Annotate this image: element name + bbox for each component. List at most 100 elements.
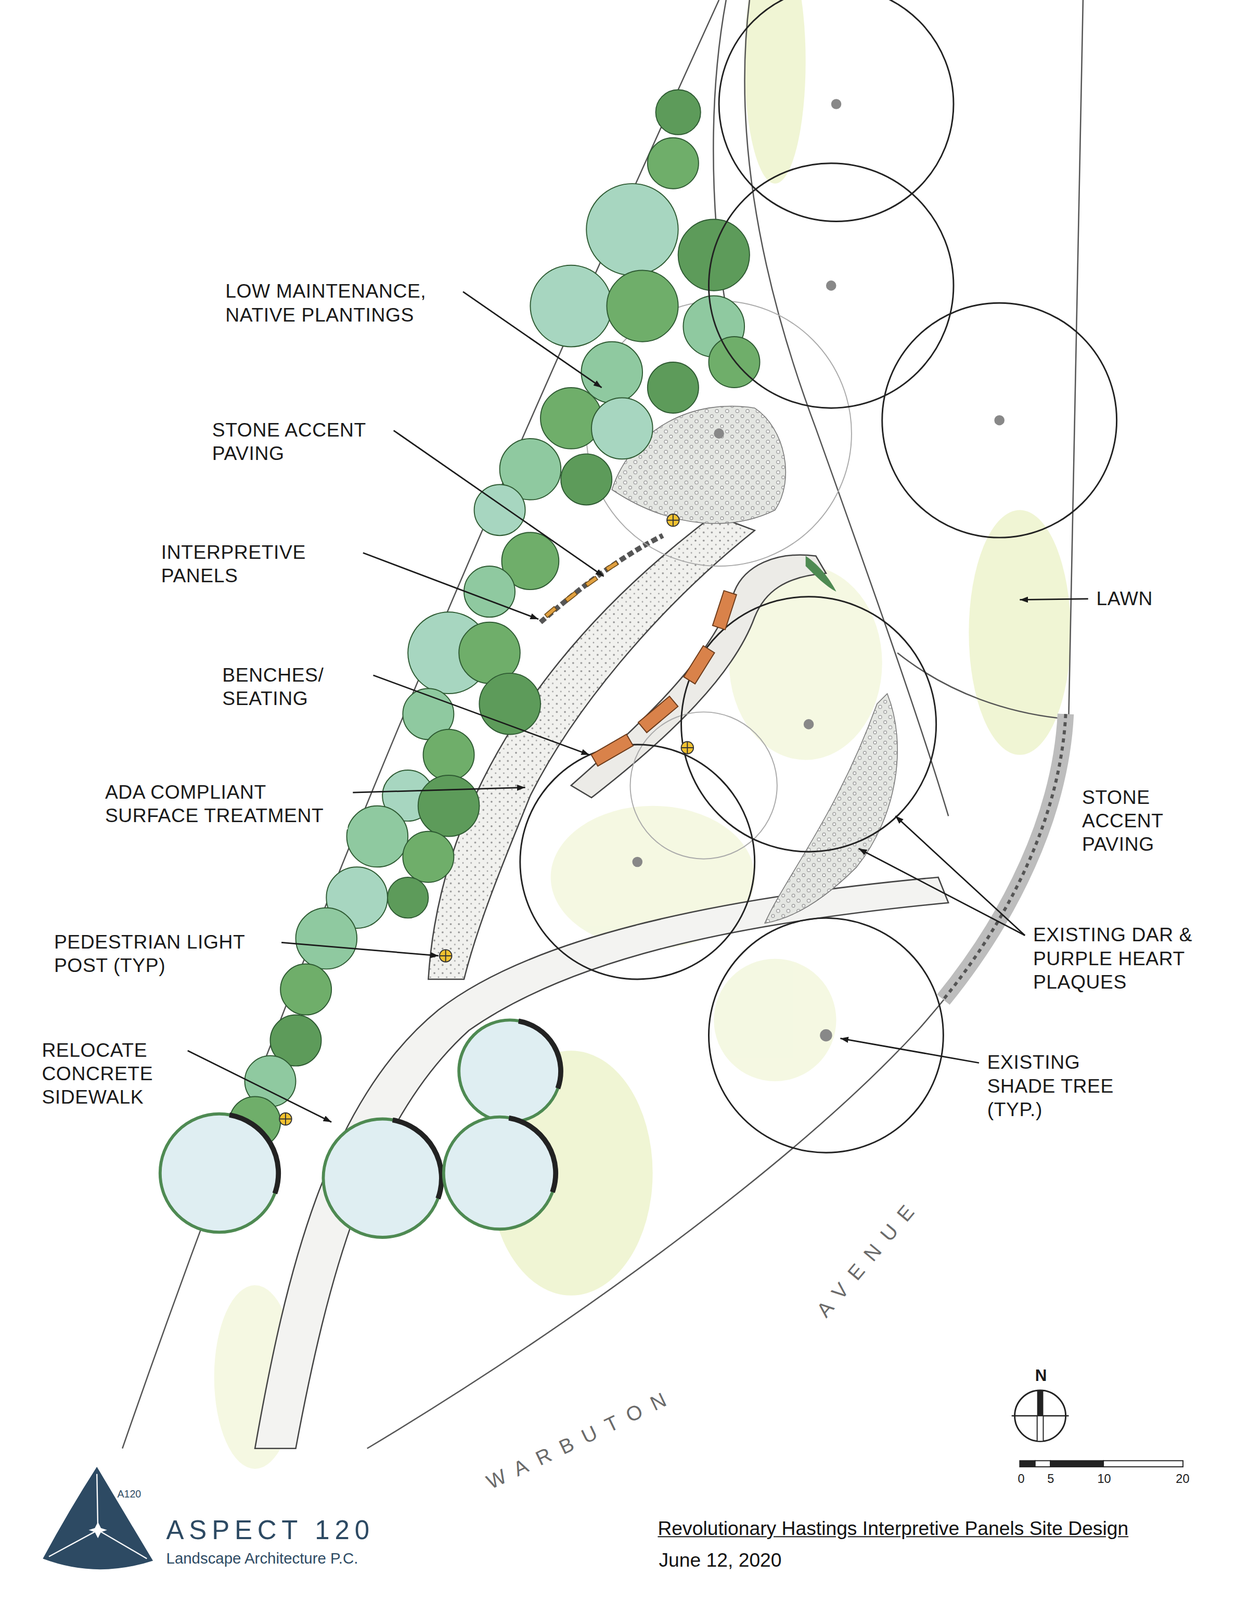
- tree-trunk: [831, 98, 842, 110]
- road-line: [122, 0, 719, 1449]
- groundcover-bed: [764, 693, 898, 923]
- native-planting: [295, 907, 358, 970]
- callout-label: PEDESTRIAN LIGHT POST (TYP): [50, 930, 277, 979]
- native-planting: [678, 219, 750, 291]
- street-name: WARBUTON: [479, 1379, 684, 1496]
- ada-surface: [428, 515, 755, 980]
- callout-label: INTERPRETIVE PANELS: [158, 540, 358, 589]
- bench: [712, 590, 737, 630]
- logo-text: A120: [114, 1486, 145, 1501]
- bench: [638, 696, 678, 733]
- leader-line: [281, 942, 439, 956]
- ada-surface: [428, 515, 755, 980]
- native-planting: [387, 877, 429, 918]
- scale-bar: [1019, 1460, 1183, 1467]
- interpretive-panel: [544, 560, 618, 617]
- north-arrow: [1011, 1389, 1070, 1441]
- native-planting: [464, 565, 515, 617]
- native-planting: [586, 183, 678, 276]
- north-arrow: [1037, 1415, 1044, 1441]
- concrete-sidewalk: [254, 877, 949, 1449]
- groundcover-bed: [611, 405, 898, 923]
- scale-number: 0: [1014, 1470, 1028, 1488]
- light-post: [666, 513, 680, 527]
- logo-mark: [42, 1466, 153, 1569]
- ada-surface: [540, 535, 663, 623]
- bench: [590, 590, 737, 766]
- scale-bar: [1019, 1460, 1035, 1467]
- native-planting: [229, 89, 760, 1148]
- native-planting: [581, 341, 643, 404]
- leader-line: [187, 1050, 332, 1122]
- logo-mark: [88, 1521, 108, 1538]
- tree-trunk: [994, 415, 1005, 426]
- leader-line: [858, 848, 1026, 936]
- callout-label: BENCHES/ SEATING: [219, 662, 368, 712]
- scale-bar: [1103, 1460, 1183, 1467]
- concrete-sidewalk: [254, 877, 949, 1449]
- road-line: [897, 652, 1069, 719]
- leader-line: [462, 291, 602, 388]
- interpretive-panel: [605, 560, 618, 571]
- round-shrub: [160, 1019, 561, 1238]
- light-post: [279, 1112, 292, 1126]
- road-line: [122, 0, 1084, 1449]
- native-planting: [402, 831, 454, 883]
- logo-mark: [48, 1473, 147, 1559]
- leader-line: [373, 675, 590, 755]
- bench: [590, 734, 634, 766]
- native-planting: [591, 397, 653, 460]
- scale-number: 20: [1172, 1470, 1193, 1488]
- tree-trunk: [632, 856, 643, 868]
- native-planting: [418, 775, 480, 837]
- light-post: [666, 513, 680, 527]
- callout-label: LOW MAINTENANCE, NATIVE PLANTINGS: [222, 279, 458, 328]
- logo-mark: [42, 1466, 153, 1569]
- drawing-title: Revolutionary Hastings Interpretive Pane…: [655, 1517, 1131, 1540]
- light-post: [681, 741, 694, 754]
- scale-number: 10: [1094, 1470, 1115, 1488]
- callout-label: STONE ACCENT PAVING: [1078, 785, 1197, 858]
- round-shrub: [518, 1020, 561, 1088]
- shade-tree: [708, 917, 944, 1153]
- shade-tree: [708, 163, 954, 408]
- light-post: [279, 1112, 292, 1126]
- road-line: [367, 0, 1084, 1449]
- native-planting: [655, 89, 701, 135]
- north-arrow: [1037, 1389, 1044, 1416]
- lawn-wash: [744, 0, 806, 184]
- callout-label: EXISTING SHADE TREE (TYP.): [984, 1050, 1144, 1123]
- shade-tree: [882, 302, 1117, 538]
- light-post: [681, 741, 694, 754]
- lawn-wash: [713, 958, 836, 1081]
- scale-number: 5: [1044, 1470, 1058, 1488]
- native-planting: [280, 963, 332, 1015]
- logo-text: ASPECT 120: [163, 1513, 378, 1548]
- tree-trunk: [803, 718, 815, 730]
- native-planting: [560, 453, 612, 505]
- date-text: June 12, 2020: [655, 1548, 785, 1574]
- tree-trunk: [713, 428, 725, 439]
- light-post: [439, 949, 453, 962]
- shade-tree: [718, 0, 954, 222]
- north-label: N: [1032, 1364, 1050, 1387]
- tree-trunk: [826, 280, 837, 291]
- groundcover-bed: [805, 555, 837, 592]
- interpretive-panel: [564, 591, 577, 603]
- native-planting: [423, 729, 475, 781]
- native-planting: [647, 362, 699, 414]
- native-planting: [540, 387, 602, 449]
- round-shrub: [458, 1019, 561, 1122]
- construction-circle: [630, 711, 778, 859]
- leader-line: [1019, 598, 1088, 600]
- callout-label: ADA COMPLIANT SURFACE TREATMENT: [101, 780, 348, 829]
- callout-label: LAWN: [1093, 586, 1156, 612]
- leader-line: [363, 552, 539, 620]
- leader-line: [393, 430, 604, 576]
- leader-line: [895, 815, 1025, 935]
- callout-label: EXISTING DAR & PURPLE HEART PLAQUES: [1030, 922, 1215, 995]
- round-shrub: [443, 1116, 557, 1230]
- road-line: [744, 0, 949, 816]
- street-name: AVENUE: [808, 1188, 930, 1325]
- native-planting: [647, 137, 699, 189]
